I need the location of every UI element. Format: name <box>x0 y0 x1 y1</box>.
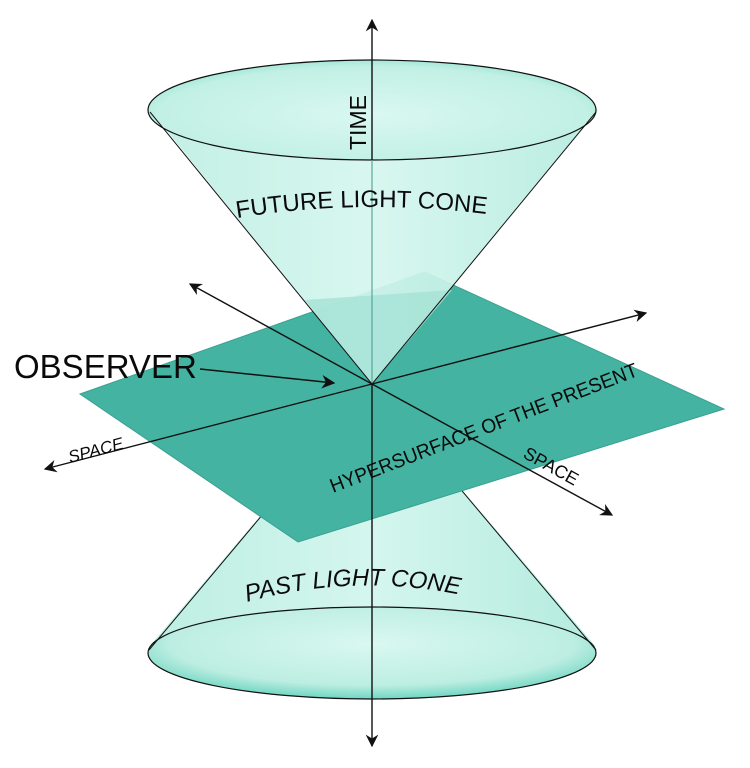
future-cone-body <box>150 110 598 384</box>
time-label: TIME <box>345 95 371 150</box>
future-cone-edge-right <box>371 111 597 385</box>
hypersurface-plane <box>78 271 726 543</box>
space-axis-b-right <box>371 309 648 385</box>
space-axis-a-lower <box>371 383 614 516</box>
future-cone-edge-left <box>149 111 373 385</box>
future-light-cone <box>147 59 598 385</box>
space-axis-a-upper <box>188 283 373 385</box>
observer-pointer <box>199 368 336 389</box>
space-axis-b-left <box>43 383 373 473</box>
future-cone-overlap <box>305 290 452 384</box>
observer-label: OBSERVER <box>14 348 197 385</box>
space-label-left: SPACE <box>66 434 126 467</box>
